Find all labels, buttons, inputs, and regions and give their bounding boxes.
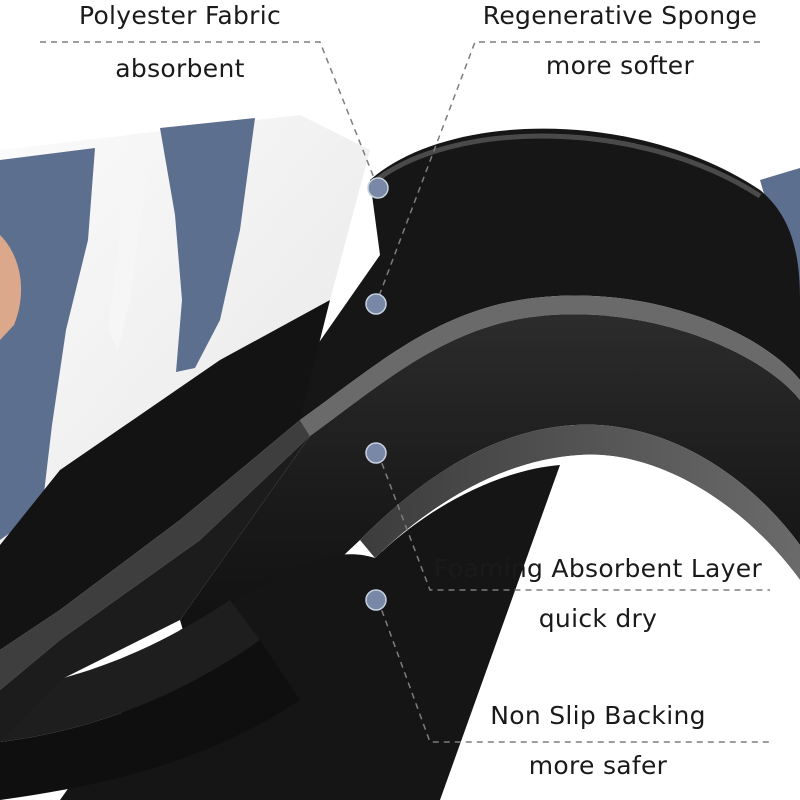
leader-line-fabric	[40, 41, 379, 189]
sponge-layer	[230, 128, 800, 471]
callout-title-regenerative-sponge: Regenerative Sponge	[482, 1, 758, 30]
callout-subtitle-absorbent: absorbent	[115, 54, 245, 83]
marker-dot-foam	[365, 442, 387, 464]
layer-separator	[300, 295, 800, 436]
foaming-layer	[180, 314, 800, 690]
callout-subtitle-quick-dry: quick dry	[538, 604, 658, 633]
marker-dots	[365, 177, 389, 611]
marker-dot-backing	[365, 589, 387, 611]
callout-title-polyester-fabric: Polyester Fabric	[78, 1, 282, 30]
callout-title-non-slip-backing: Non Slip Backing	[490, 701, 706, 730]
layer-edge	[360, 424, 800, 580]
leader-line-foam	[377, 452, 770, 591]
callout-title-foaming-absorbent-layer: Foaming Absorbent Layer	[433, 554, 763, 583]
marker-dot-sponge	[365, 293, 387, 315]
marker-dot-fabric	[367, 177, 389, 199]
leader-line-backing	[377, 599, 770, 743]
pattern-stripe-blue	[0, 148, 95, 540]
callout-subtitle-more-safer: more safer	[528, 751, 668, 780]
pattern-accent-peach	[0, 235, 22, 340]
pattern-stripe-white	[108, 132, 152, 350]
leader-lines	[40, 41, 770, 743]
callout-subtitle-more-softer: more softer	[545, 51, 695, 80]
pattern-stripe-blue	[160, 118, 255, 372]
